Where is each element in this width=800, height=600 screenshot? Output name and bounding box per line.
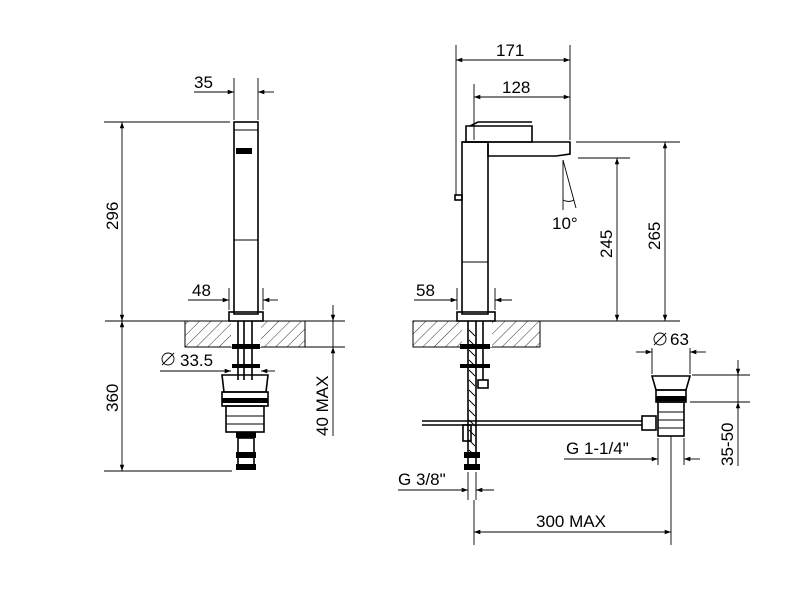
dim-265-label: 265 xyxy=(645,222,664,250)
front-shank xyxy=(460,321,490,470)
dim-drain-offset: 300 MAX xyxy=(473,436,672,545)
dim-side-hole: 33.5 xyxy=(160,351,275,374)
dim-10-label: 10° xyxy=(552,214,578,233)
dim-supply-thread: G 3/8" xyxy=(398,470,494,500)
dim-63-label: 63 xyxy=(670,330,689,349)
dim-128-label: 128 xyxy=(502,78,530,97)
side-tap-body xyxy=(228,121,264,322)
dim-g-1-1-4-label: G 1-1/4" xyxy=(566,439,629,458)
dim-171-label: 171 xyxy=(496,41,524,60)
dim-296-label: 296 xyxy=(103,202,122,230)
front-view: 171 128 10° 245 265 xyxy=(398,41,750,545)
dim-drain-thread: G 1-1/4" xyxy=(564,438,700,465)
front-tap-body xyxy=(454,121,571,322)
dim-front-outlet-height: 245 xyxy=(578,157,630,321)
popup-rod xyxy=(422,415,657,431)
dim-side-width-top: 35 xyxy=(194,73,274,120)
dim-front-base: 58 xyxy=(414,281,512,310)
dim-side-below: 360 xyxy=(103,321,232,472)
dim-360-label: 360 xyxy=(103,384,122,412)
dim-front-tilt: 10° xyxy=(552,159,578,233)
dim-245-label: 245 xyxy=(597,230,616,258)
dim-drain-range: 35-50 xyxy=(690,360,750,466)
side-shank xyxy=(221,321,269,470)
dim-side-base: 48 xyxy=(188,281,278,310)
dim-40-max-label: 40 MAX xyxy=(313,376,332,436)
dim-front-overall: 171 xyxy=(455,41,571,195)
dim-58-label: 58 xyxy=(416,281,435,300)
dim-side-height: 296 xyxy=(103,121,230,321)
dim-front-spout: 128 xyxy=(473,78,570,140)
dim-35-50-label: 35-50 xyxy=(718,423,737,466)
side-view: 35 296 48 33.5 360 xyxy=(103,73,345,472)
dim-counter-thickness: 40 MAX xyxy=(305,305,345,436)
dim-g-3-8-label: G 3/8" xyxy=(398,470,446,489)
dim-33-5-label: 33.5 xyxy=(180,351,213,370)
dim-300-max-label: 300 MAX xyxy=(536,512,606,531)
dim-48-label: 48 xyxy=(192,281,211,300)
dim-drain-diameter: 63 xyxy=(636,330,706,374)
drain-waste xyxy=(650,375,692,437)
dim-35-label: 35 xyxy=(194,73,213,92)
dim-front-total-height: 265 xyxy=(576,141,680,321)
